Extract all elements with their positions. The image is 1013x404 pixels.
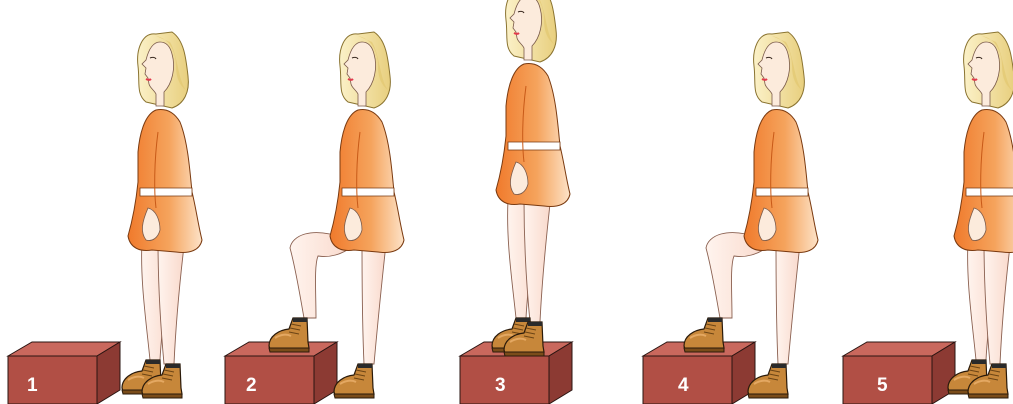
figure-5-woman-profile xyxy=(948,32,1013,398)
step-number-1: 1 xyxy=(27,375,38,396)
step-number-2: 2 xyxy=(246,375,257,396)
step-box-1: 1 xyxy=(8,342,120,404)
step-number-5: 5 xyxy=(877,375,888,396)
step-box-5: 5 xyxy=(843,342,955,404)
step-number-3: 3 xyxy=(495,375,506,396)
figure-1-woman-profile xyxy=(122,32,202,398)
figure-3-woman-profile xyxy=(492,0,570,356)
step-number-4: 4 xyxy=(678,375,689,396)
